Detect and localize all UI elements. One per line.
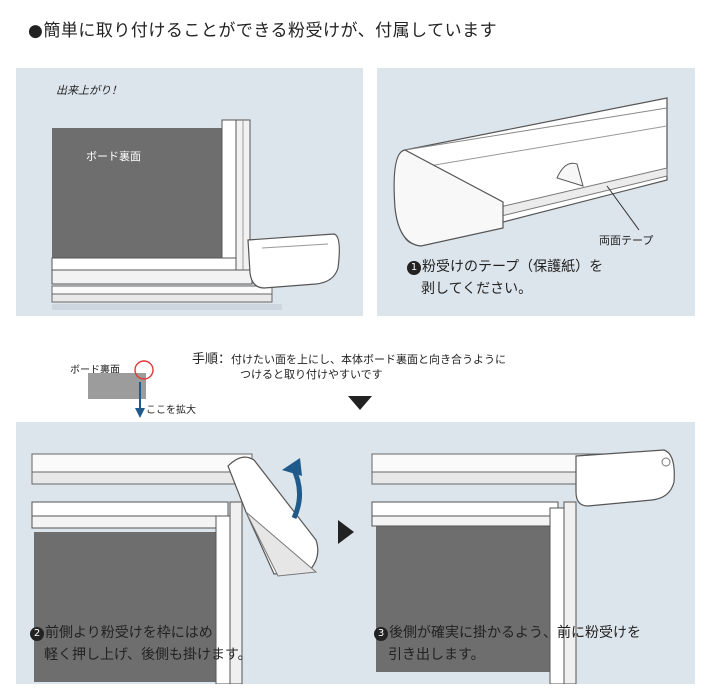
page-heading: ●簡単に取り付けることができる粉受けが、付属しています — [28, 21, 498, 41]
down-triangle-icon — [348, 396, 372, 410]
tray-illustration-svg — [393, 97, 668, 247]
fit-illustrations-svg — [31, 449, 675, 684]
tape-label: 両面テープ — [599, 234, 654, 247]
step3-line2: 引き出します。 — [388, 647, 485, 663]
procedure-title: 手順： — [192, 352, 232, 367]
finished-illustration-svg — [51, 119, 340, 310]
step1-line2: 剥してください。 — [421, 281, 533, 297]
middle-board-label: ボード裏面 — [70, 365, 120, 376]
step2-number: 2 — [30, 627, 44, 641]
step2-line2: 軽く押し上げ、後側も掛けます。 — [44, 647, 252, 663]
zoom-label: ここを拡大 — [146, 405, 196, 416]
step1-line1: 粉受けのテープ（保護紙）を — [422, 259, 604, 275]
procedure-line1: 付けたい面を上にし、本体ボード裏面と向き合うように — [231, 353, 507, 366]
zoom-marker-svg — [134, 360, 154, 418]
step3-number: 3 — [374, 627, 388, 641]
step3-line1: 後側が確実に掛かるよう、前に粉受けを — [389, 625, 641, 641]
board-thumbnail — [88, 373, 146, 399]
finished-label: 出来上がり！ — [56, 84, 122, 97]
step2-line1: 前側より粉受けを枠にはめ — [45, 625, 213, 641]
procedure-text: 手順：付けたい面を上にし、本体ボード裏面と向き合うように つけると取り付けやすい… — [192, 352, 506, 382]
procedure-line2: つけると取り付けやすいです — [240, 368, 383, 381]
board-back-label: ボード裏面 — [86, 150, 141, 163]
illustration-finished: 出来上がり！ ボード裏面 — [16, 68, 363, 316]
step1-number: 1 — [407, 261, 421, 275]
